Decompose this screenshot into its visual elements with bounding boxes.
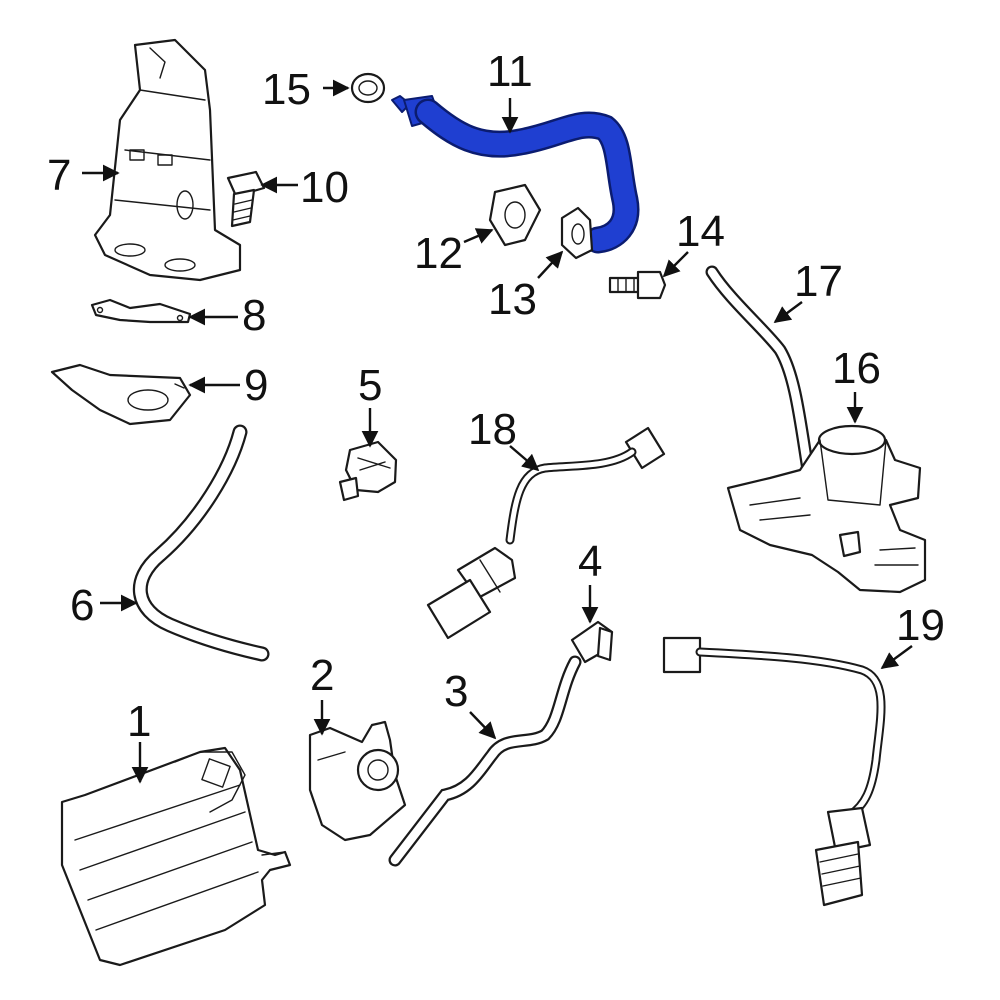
part-13-flange-gasket[interactable]	[560, 206, 594, 260]
part-8-gasket[interactable]	[90, 298, 192, 324]
callout-7[interactable]: 7	[47, 151, 71, 200]
arrow-14	[662, 251, 689, 278]
part-5-valve-cap[interactable]	[338, 440, 398, 502]
callout-19[interactable]: 19	[896, 601, 945, 650]
callout-6[interactable]: 6	[70, 581, 94, 630]
part-4-sensor[interactable]	[570, 620, 614, 664]
callout-17[interactable]: 17	[794, 257, 843, 306]
callout-13[interactable]: 13	[488, 275, 537, 324]
callout-1[interactable]: 1	[127, 697, 151, 746]
part-18-oxygen-sensor[interactable]	[426, 426, 666, 640]
part-3-tube[interactable]	[388, 655, 582, 867]
part-2-purge-valve[interactable]	[308, 720, 407, 842]
part-1-canister[interactable]	[60, 746, 292, 967]
callout-18[interactable]: 18	[468, 405, 517, 454]
callout-16[interactable]: 16	[832, 344, 881, 393]
arrow-19	[880, 645, 913, 669]
callout-5[interactable]: 5	[358, 361, 382, 410]
part-12-gasket[interactable]	[488, 183, 542, 247]
callout-2[interactable]: 2	[310, 651, 334, 700]
part-19-oxygen-sensor[interactable]	[662, 636, 886, 907]
part-15-o-ring[interactable]	[350, 72, 386, 104]
part-7-egr-valve[interactable]	[93, 38, 242, 282]
callout-numbers: 15 11 7 10 12 13 14 8 9 17 16 5 18 6 4 1…	[47, 47, 945, 746]
callout-10[interactable]: 10	[300, 163, 349, 212]
leader-arrows	[82, 79, 913, 784]
callout-12[interactable]: 12	[414, 229, 463, 278]
arrow-13	[537, 250, 564, 279]
callout-14[interactable]: 14	[676, 207, 725, 256]
callout-15[interactable]: 15	[262, 65, 311, 114]
callout-9[interactable]: 9	[244, 361, 268, 410]
callout-3[interactable]: 3	[444, 667, 468, 716]
arrow-3	[469, 711, 497, 740]
arrow-17	[773, 301, 803, 323]
part-10-bolt[interactable]	[226, 170, 266, 228]
part-11-egr-tube[interactable]	[391, 95, 640, 254]
part-6-hose[interactable]	[132, 424, 270, 662]
arrow-12	[463, 228, 494, 244]
callout-11[interactable]: 11	[487, 47, 533, 96]
arrow-18	[509, 445, 540, 472]
part-16-valve-assembly[interactable]	[726, 424, 927, 594]
part-14-bolt[interactable]	[608, 270, 667, 300]
callout-4[interactable]: 4	[578, 537, 602, 586]
callout-8[interactable]: 8	[242, 291, 266, 340]
part-9-heat-shield[interactable]	[50, 363, 192, 426]
